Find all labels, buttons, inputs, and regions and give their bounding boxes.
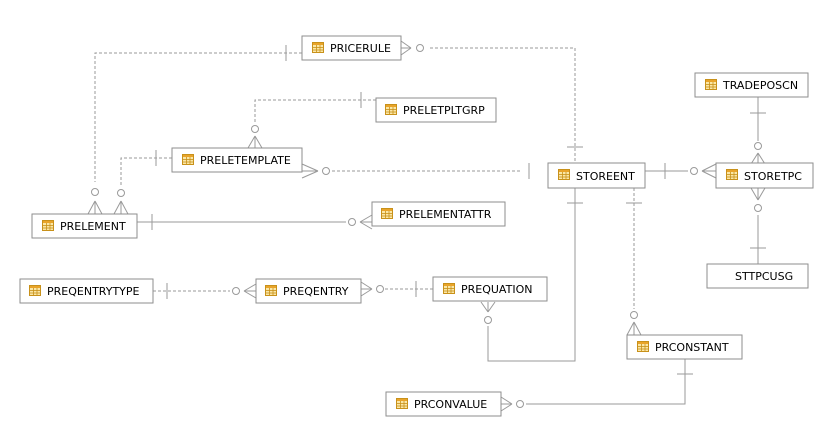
rel-prelement-prelementattr xyxy=(137,214,373,230)
entity-label: PREQENTRY xyxy=(283,285,349,298)
rel-pricerule-storeent xyxy=(400,40,583,163)
entity-preletpltgrp[interactable]: PRELETPLTGRP xyxy=(375,97,497,123)
rel-prconstant-prconvalue xyxy=(500,359,693,412)
entity-storeent[interactable]: STOREENT xyxy=(547,162,646,189)
table-icon xyxy=(396,398,408,409)
table-icon xyxy=(558,169,570,180)
table-icon xyxy=(29,285,41,296)
table-icon xyxy=(312,42,324,53)
entity-preletemplate[interactable]: PRELETEMPLATE xyxy=(171,147,303,173)
entity-prequation[interactable]: PREQUATION xyxy=(432,276,548,302)
entity-label: PRELETPLTGRP xyxy=(403,104,485,117)
entity-label: PRICERULE xyxy=(330,42,391,55)
rel-storeent-preletemplate xyxy=(301,163,530,179)
table-icon xyxy=(182,154,194,165)
rel-tradeposcn-storetpc xyxy=(750,97,766,165)
table-icon xyxy=(381,208,393,219)
table-icon xyxy=(705,79,717,90)
entity-label: STOREENT xyxy=(576,170,635,183)
entity-label: PRCONSTANT xyxy=(655,341,729,354)
entity-prconvalue[interactable]: PRCONVALUE xyxy=(385,391,502,417)
entity-label: PRELETEMPLATE xyxy=(200,154,291,167)
entity-prelement[interactable]: PRELEMENT xyxy=(31,213,138,239)
entity-label: STORETPC xyxy=(744,170,802,183)
rel-pricerule-prelement xyxy=(87,45,302,215)
table-icon xyxy=(265,285,277,296)
rel-storeent-prequation xyxy=(480,188,583,362)
entity-label: TRADEPOSCN xyxy=(722,79,798,92)
entity-storetpc[interactable]: STORETPC xyxy=(715,162,814,189)
entity-label: STTPCUSG xyxy=(735,270,793,283)
table-icon xyxy=(637,341,649,352)
entity-stttpcusg[interactable]: STTPCUSG xyxy=(706,263,809,289)
entity-pricerule[interactable]: PRICERULE xyxy=(301,35,402,61)
entity-label: PRCONVALUE xyxy=(414,398,487,411)
table-icon xyxy=(726,169,738,180)
entity-label: PRELEMENTATTR xyxy=(399,208,492,221)
entity-label: PREQUATION xyxy=(461,283,532,296)
table-icon xyxy=(443,283,455,294)
rel-storeent-prconstant xyxy=(626,188,642,336)
entity-label: PRELEMENT xyxy=(60,220,126,233)
rel-preletemplate-prelement xyxy=(113,150,172,215)
entity-prconstant[interactable]: PRCONSTANT xyxy=(626,334,743,360)
entity-preqentry[interactable]: PREQENTRY xyxy=(255,278,362,304)
rel-preletpltgrp-preletemplate xyxy=(247,92,376,149)
entity-label: PREQENTRYTYPE xyxy=(47,285,140,298)
rel-prequation-preqentry xyxy=(360,281,433,297)
rel-preqentrytype-preqentry xyxy=(153,283,257,299)
table-icon xyxy=(42,220,54,231)
entity-tradeposcn[interactable]: TRADEPOSCN xyxy=(694,72,809,98)
entity-preqentrytype[interactable]: PREQENTRYTYPE xyxy=(19,278,154,304)
rel-storeent-storetpc xyxy=(645,163,717,179)
entity-prelementattr[interactable]: PRELEMENTATTR xyxy=(371,201,506,227)
table-icon xyxy=(385,104,397,115)
rel-storetpc-stttpcusg xyxy=(750,187,766,264)
